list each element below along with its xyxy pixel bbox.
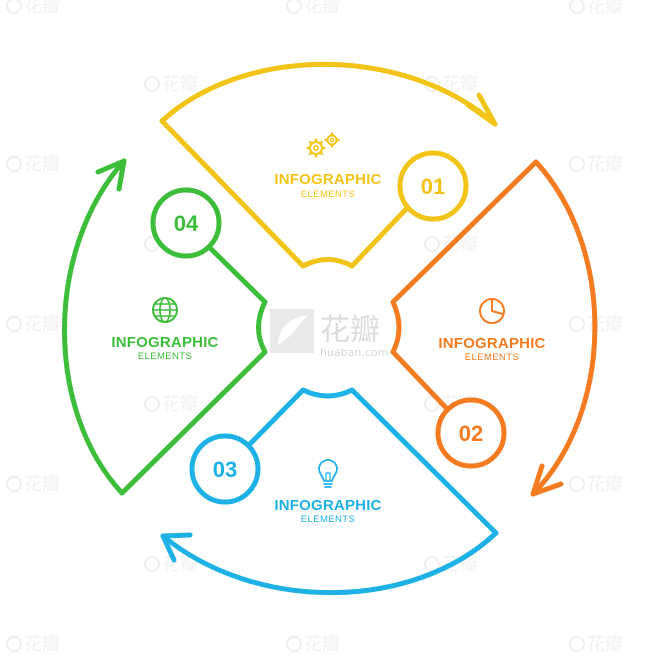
watermark-stamp-icon	[424, 236, 440, 252]
number-badge-03	[189, 433, 261, 505]
number-04: 04	[174, 211, 199, 236]
watermark-stamp-icon	[6, 636, 22, 652]
segment-02-title: INFOGRAPHIC	[438, 335, 545, 352]
number-01: 01	[421, 174, 445, 199]
watermark-stamp: 花瓣	[144, 74, 198, 95]
segment-01-subtitle: ELEMENTS	[301, 189, 355, 200]
globe-icon	[152, 297, 178, 323]
segment-02-arc-arrow	[530, 159, 598, 497]
watermark-brand: 花瓣	[320, 313, 380, 348]
gears-icon	[306, 132, 340, 158]
watermark-stamp-icon	[569, 476, 585, 492]
watermark-stamp-text: 花瓣	[442, 234, 478, 255]
watermark-stamp-icon	[6, 476, 22, 492]
watermark-domain: huaban.com	[320, 346, 388, 359]
watermark-stamp-text: 花瓣	[304, 0, 340, 17]
watermark-stamp: 花瓣	[144, 394, 198, 415]
watermark-stamp-icon	[6, 156, 22, 172]
watermark-stamp-text: 花瓣	[162, 394, 198, 415]
watermark-stamp-text: 花瓣	[24, 0, 60, 17]
watermark-stamp-icon	[144, 76, 160, 92]
center-watermark: 花瓣 huaban.com	[270, 309, 388, 359]
watermark-logo-icon	[270, 309, 314, 353]
watermark-stamp-text: 花瓣	[304, 634, 340, 655]
number-badge-02	[435, 397, 507, 469]
segment-04: 04 INFOGRAPHIC ELEMENTS	[62, 158, 268, 496]
watermark-stamp-text: 花瓣	[442, 554, 478, 575]
watermark-stamp-icon	[6, 0, 22, 14]
watermark-stamp-text: 花瓣	[162, 74, 198, 95]
watermark-stamp-icon	[144, 396, 160, 412]
watermark-stamp-icon	[286, 0, 302, 14]
watermark-stamp: 花瓣	[6, 634, 60, 655]
watermark-stamp-icon	[286, 636, 302, 652]
watermark-stamp-icon	[569, 636, 585, 652]
number-badge-04	[150, 187, 222, 259]
watermark-stamp-text: 花瓣	[24, 314, 60, 335]
watermark-stamp: 花瓣	[286, 634, 340, 655]
watermark-stamp-icon	[144, 556, 160, 572]
watermark-stamp: 花瓣	[569, 154, 623, 175]
watermark-stamp-text: 花瓣	[24, 154, 60, 175]
pie-chart-icon	[479, 298, 505, 324]
watermark-stamp: 花瓣	[569, 634, 623, 655]
watermark-stamp: 花瓣	[569, 0, 623, 17]
watermark-stamp-text: 花瓣	[24, 634, 60, 655]
number-03: 03	[213, 457, 237, 482]
segment-03: 03 INFOGRAPHIC ELEMENTS	[160, 387, 499, 596]
segment-01-arc-arrow	[159, 61, 498, 127]
segment-01-outline	[159, 118, 413, 269]
number-badge-01	[397, 150, 469, 222]
segment-04-title: INFOGRAPHIC	[111, 334, 218, 351]
watermark-layer: 花瓣花瓣花瓣花瓣花瓣花瓣花瓣花瓣花瓣花瓣花瓣花瓣花瓣花瓣花瓣花瓣花瓣花瓣花瓣花瓣	[6, 0, 623, 655]
watermark-stamp: 花瓣	[6, 0, 60, 17]
segment-04-subtitle: ELEMENTS	[138, 351, 192, 362]
watermark-stamp: 花瓣	[569, 474, 623, 495]
watermark-stamp: 花瓣	[286, 0, 340, 17]
segment-03-title: INFOGRAPHIC	[274, 497, 381, 514]
segment-04-outline	[119, 243, 268, 496]
watermark-stamp: 花瓣	[6, 154, 60, 175]
arrow-head-04	[95, 158, 127, 192]
segment-01-title: INFOGRAPHIC	[274, 171, 381, 188]
watermark-stamp-icon	[569, 316, 585, 332]
watermark-stamp-icon	[569, 156, 585, 172]
segment-01: 01 INFOGRAPHIC ELEMENTS	[159, 61, 498, 269]
watermark-stamp-icon	[569, 0, 585, 14]
watermark-stamp-text: 花瓣	[587, 0, 623, 17]
watermark-stamp: 花瓣	[424, 234, 478, 255]
arrow-head-02	[530, 463, 564, 497]
watermark-stamp-icon	[6, 316, 22, 332]
watermark-stamp: 花瓣	[6, 314, 60, 335]
segment-03-subtitle: ELEMENTS	[301, 514, 355, 525]
arrow-head-01	[465, 92, 498, 127]
number-02: 02	[459, 421, 483, 446]
watermark-stamp-text: 花瓣	[24, 474, 60, 495]
segment-03-outline	[245, 387, 499, 536]
arrow-head-03	[160, 532, 193, 563]
watermark-stamp-text: 花瓣	[587, 154, 623, 175]
watermark-stamp-text: 花瓣	[587, 474, 623, 495]
watermark-stamp-text: 花瓣	[442, 74, 478, 95]
watermark-stamp-text: 花瓣	[587, 634, 623, 655]
segment-03-arc-arrow	[160, 530, 499, 596]
segment-02-outline	[390, 159, 539, 415]
lightbulb-icon	[318, 459, 338, 488]
watermark-stamp: 花瓣	[6, 474, 60, 495]
segment-02: 02 INFOGRAPHIC ELEMENTS	[390, 159, 598, 497]
segment-04-arc-arrow	[62, 158, 127, 496]
segment-02-subtitle: ELEMENTS	[465, 352, 519, 363]
